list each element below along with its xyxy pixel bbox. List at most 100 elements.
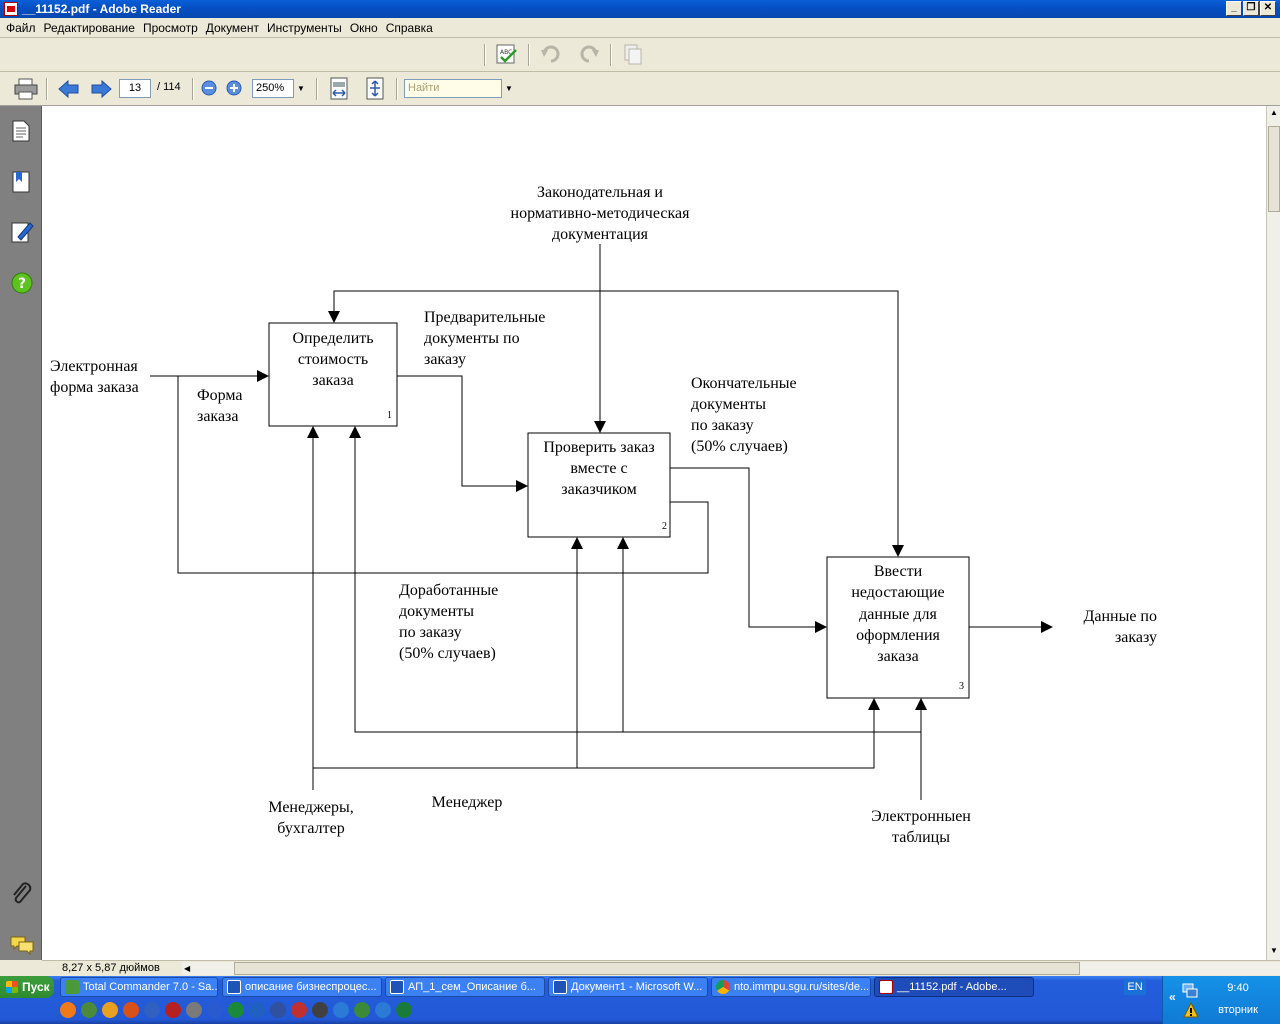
signatures-panel-icon[interactable] [10, 220, 34, 244]
menu-document[interactable]: Документ [205, 21, 259, 35]
fit-width-icon[interactable] [328, 77, 350, 101]
bookmarks-panel-icon[interactable] [11, 170, 31, 194]
box3-number: 3 [959, 681, 964, 692]
toolbar-separator [316, 78, 318, 100]
app-icon[interactable] [186, 1002, 202, 1018]
pages-icon[interactable] [622, 43, 644, 65]
mechanism-arrow-box3-managers [313, 698, 880, 769]
svg-text:ABC: ABC [500, 49, 512, 56]
control-arrow-top-loop [328, 290, 899, 556]
label-sheets-1: Электронныен [871, 808, 971, 825]
label-reworked-1: Доработанные [399, 582, 498, 599]
zoom-out-icon[interactable] [201, 80, 218, 97]
navigation-sidebar: ? [0, 106, 42, 960]
app-icon[interactable] [375, 1002, 391, 1018]
task-word-description[interactable]: описание бизнеспроцес... [222, 977, 382, 997]
label-reworked-2: документы [399, 603, 474, 620]
warning-icon[interactable] [1183, 1002, 1199, 1018]
horizontal-scrollbar[interactable]: ◀ [182, 962, 1280, 975]
page-number-input[interactable]: 13 [119, 79, 151, 98]
print-icon[interactable] [14, 78, 38, 100]
app-icon[interactable] [354, 1002, 370, 1018]
app-icon[interactable] [228, 1002, 244, 1018]
attachments-paperclip-icon[interactable] [10, 882, 34, 906]
menu-help[interactable]: Справка [385, 21, 433, 35]
minimize-button[interactable]: _ [1226, 1, 1242, 16]
clock-day: вторник [1218, 1004, 1258, 1016]
page-total: / 114 [157, 81, 181, 93]
task-total-commander[interactable]: Total Commander 7.0 - Sa... [60, 977, 218, 997]
task-word-document1[interactable]: Документ1 - Microsoft W... [548, 977, 708, 997]
restore-button[interactable]: ❐ [1243, 1, 1259, 16]
next-page-icon[interactable] [90, 79, 112, 99]
total-commander-icon [65, 980, 79, 994]
app-icon[interactable] [270, 1002, 286, 1018]
scroll-up-arrow-icon[interactable]: ▲ [1270, 108, 1278, 117]
menu-file[interactable]: Файл [6, 21, 36, 35]
search-input[interactable]: Найти [404, 79, 502, 98]
window-title: __11152.pdf - Adobe Reader [22, 2, 181, 16]
box3-line-5: заказа [877, 648, 918, 665]
label-reworked-4: (50% случаев) [399, 645, 496, 662]
comments-icon[interactable] [9, 934, 35, 956]
label-managers-1: Менеджеры, [268, 799, 353, 816]
menu-edit[interactable]: Редактирование [43, 21, 135, 35]
idef0-diagram: Законодательная и нормативно-методическа… [50, 184, 1157, 846]
word-icon[interactable] [207, 1002, 223, 1018]
zoom-level-input[interactable]: 250% [252, 79, 294, 98]
app-icon[interactable] [291, 1002, 307, 1018]
app-icon[interactable] [249, 1002, 265, 1018]
app-icon[interactable] [396, 1002, 412, 1018]
feedback-line-reworked [177, 376, 709, 574]
page-size-label: 8,27 x 5,87 дюймов [62, 962, 160, 974]
network-icon[interactable] [1181, 982, 1199, 998]
scroll-down-arrow-icon[interactable]: ▼ [1270, 946, 1278, 955]
zoom-dropdown-chevron-icon[interactable]: ▼ [297, 84, 305, 93]
horizontal-scroll-thumb[interactable] [234, 962, 1080, 975]
spellcheck-icon[interactable]: ABC [496, 43, 518, 65]
search-dropdown-chevron-icon[interactable]: ▼ [505, 84, 513, 93]
zoom-in-icon[interactable] [226, 80, 243, 97]
app-icon[interactable] [165, 1002, 181, 1018]
menu-window[interactable]: Окно [349, 21, 378, 35]
box2-number: 2 [662, 521, 667, 532]
app-icon[interactable] [102, 1002, 118, 1018]
app-icon[interactable] [144, 1002, 160, 1018]
label-forma-1: Форма [197, 387, 243, 404]
help-icon[interactable]: ? [11, 272, 33, 294]
task-adobe-reader[interactable]: __11152.pdf - Adobe... [874, 977, 1034, 997]
label-final-3: по заказу [691, 417, 754, 434]
vertical-scroll-thumb[interactable] [1268, 126, 1280, 212]
app-icon[interactable] [123, 1002, 139, 1018]
navigation-toolbar: 13 / 114 250% ▼ Найти ▼ [0, 72, 1280, 106]
fit-page-icon[interactable] [364, 77, 386, 101]
start-button[interactable]: Пуск [0, 976, 54, 998]
tray-expand-icon[interactable]: « [1169, 990, 1176, 1004]
label-managers-2: бухгалтер [277, 820, 344, 837]
label-legislation-2: нормативно-методическая [511, 205, 691, 222]
app-icon[interactable] [312, 1002, 328, 1018]
chrome-icon[interactable] [81, 1002, 97, 1018]
document-page[interactable]: Законодательная и нормативно-методическа… [42, 106, 1266, 960]
task-word-ap[interactable]: АП_1_сем_Описание б... [385, 977, 545, 997]
clock-time[interactable]: 9:40 [1227, 982, 1249, 994]
firefox-icon[interactable] [60, 1002, 76, 1018]
menu-tools[interactable]: Инструменты [266, 21, 342, 35]
language-indicator[interactable]: EN [1124, 979, 1146, 995]
menu-view[interactable]: Просмотр [142, 21, 198, 35]
previous-page-icon[interactable] [58, 79, 80, 99]
box3-line-3: данные для [859, 606, 937, 623]
scroll-left-arrow-icon[interactable]: ◀ [184, 964, 191, 973]
task-browser[interactable]: nto.immpu.sgu.ru/sites/de... [711, 977, 871, 997]
redo-icon[interactable] [578, 44, 600, 64]
undo-icon[interactable] [540, 44, 562, 64]
box2-line-1: Проверить заказ [543, 439, 654, 456]
pages-panel-icon[interactable] [11, 120, 31, 142]
box3-line-1: Ввести [874, 563, 923, 580]
windows-taskbar: Пуск Total Commander 7.0 - Sa... описани… [0, 976, 1280, 1024]
label-order-form-2: форма заказа [50, 379, 139, 396]
toolbar-separator [610, 44, 612, 66]
ie-icon[interactable] [333, 1002, 349, 1018]
vertical-scrollbar[interactable]: ▲ ▼ [1266, 106, 1280, 960]
close-button[interactable]: ✕ [1260, 1, 1276, 16]
